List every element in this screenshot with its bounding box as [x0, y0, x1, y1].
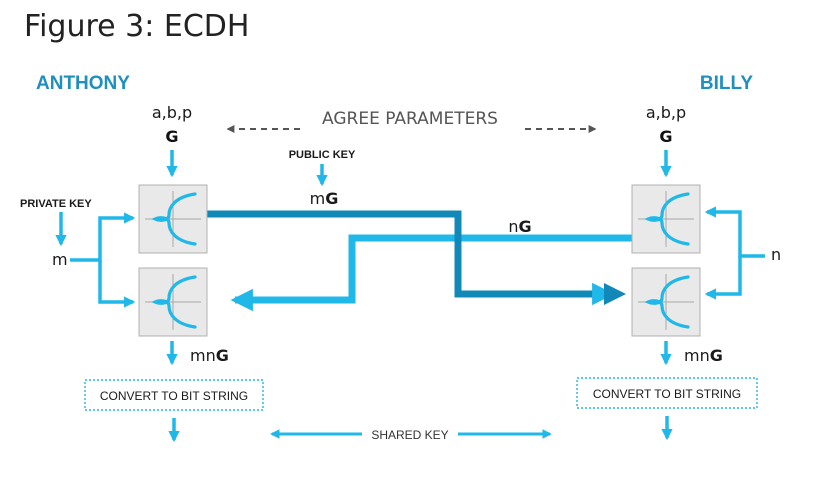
right-public-value: nG [508, 217, 531, 236]
right-params: a,b,p [646, 103, 686, 122]
left-private-to-top-arrow [70, 212, 136, 262]
right-generator: G [659, 127, 672, 146]
right-shared-result: mnG [684, 346, 723, 365]
left-convert-label: CONVERT TO BIT STRING [100, 389, 248, 403]
elliptic-curve-icon [137, 266, 209, 338]
elliptic-curve-icon [137, 183, 209, 255]
left-public-value: mG [310, 189, 339, 208]
party-right-name: BILLY [700, 73, 753, 94]
agree-parameters-label: AGREE PARAMETERS [322, 109, 498, 129]
private-key-label: PRIVATE KEY [20, 198, 92, 210]
right-private-to-top-arrow [704, 206, 765, 258]
left-convert-box [84, 379, 264, 411]
figure-title: Figure 3: ECDH [24, 9, 249, 44]
left-params: a,b,p [152, 103, 192, 122]
party-left-name: ANTHONY [36, 73, 130, 94]
right-private-value: n [771, 245, 781, 264]
public-key-label: PUBLIC KEY [289, 149, 356, 161]
left-shared-result: mnG [190, 346, 229, 365]
shared-key-label: SHARED KEY [371, 428, 448, 442]
right-convert-label: CONVERT TO BIT STRING [593, 387, 741, 401]
left-generator: G [165, 127, 178, 146]
left-public-key-arrowhead [604, 283, 626, 305]
right-private-to-bottom-arrow [704, 256, 742, 300]
right-public-key-path [230, 234, 632, 312]
left-private-value: m [52, 250, 68, 269]
elliptic-curve-icon [630, 266, 702, 338]
right-convert-box [576, 377, 758, 409]
elliptic-curve-icon [630, 183, 702, 255]
left-public-key-path [206, 210, 615, 306]
left-private-to-bottom-arrow [98, 260, 136, 308]
